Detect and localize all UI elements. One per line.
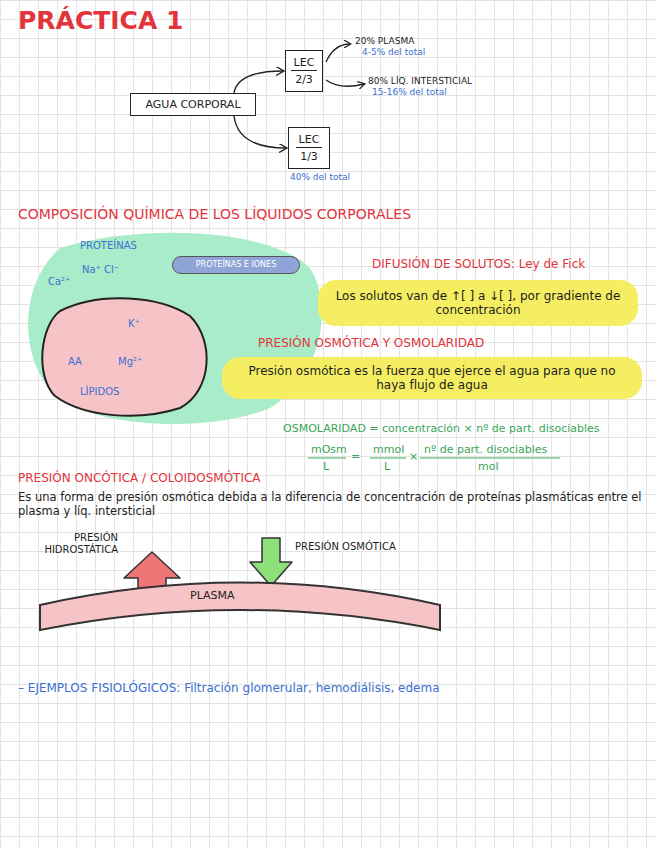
- node-text: AA: [68, 356, 82, 368]
- connector: [234, 71, 283, 93]
- node-text: Presión osmótica es la fuerza que ejerce…: [222, 364, 642, 393]
- formula-part: ×: [409, 450, 418, 463]
- note: – EJEMPLOS FISIOLÓGICOS: Filtración glom…: [18, 681, 440, 695]
- note: 20% PLASMA: [355, 36, 414, 47]
- highlight-band: Los solutos van de ↑[ ] a ↓[ ], por grad…: [318, 280, 638, 326]
- formula-part: nº de part. disociables: [424, 443, 547, 456]
- plasma-band-outline: [40, 565, 440, 635]
- node-text: Los solutos van de ↑[ ] a ↓[ ], por grad…: [318, 289, 638, 318]
- leader-arrow: [326, 44, 350, 62]
- node-text: PLASMA: [190, 589, 235, 602]
- section-heading: DIFUSIÓN DE SOLUTOS: Ley de Fick: [372, 257, 585, 271]
- arrow-label: PRESIÓN HIDROSTÁTICA: [30, 532, 118, 556]
- formula-part: mmol: [373, 443, 404, 456]
- node-text: LÍPIDOS: [80, 386, 119, 398]
- node-text: Na⁺ Cl⁻: [82, 264, 119, 276]
- capsule: PROTEÍNAS E IONES: [172, 256, 300, 274]
- fraction-bar: [308, 457, 346, 458]
- node-text: 1/3: [296, 150, 322, 163]
- node-text: PROTEÍNAS: [80, 240, 137, 252]
- formula-part: =: [351, 450, 360, 463]
- fraction-bar: [370, 457, 406, 458]
- process-box: AGUA CORPORAL: [130, 93, 256, 116]
- leader-arrow: [326, 80, 364, 86]
- note: 15-16% del total: [372, 87, 447, 98]
- node-text: LEC: [296, 133, 323, 148]
- note: 40% del total: [290, 172, 350, 183]
- note: 80% LÍQ. INTERSTICIAL: [368, 76, 472, 87]
- compartment-box: LEC 2/3: [285, 50, 323, 92]
- section-heading: COMPOSICIÓN QUÍMICA DE LOS LÍQUIDOS CORP…: [18, 206, 411, 223]
- section-heading: PRESIÓN OSMÓTICA Y OSMOLARIDAD: [258, 336, 484, 350]
- node-text: LEC: [291, 56, 318, 71]
- compartment-box: LEC 1/3: [288, 127, 330, 169]
- node-text: 2/3: [291, 73, 317, 86]
- formula-part: L: [384, 460, 390, 473]
- arrow-label: PRESIÓN OSMÓTICA: [295, 541, 396, 553]
- fraction-bar: [420, 457, 560, 458]
- formula-part: L: [323, 460, 329, 473]
- node-text: Mg²⁺: [118, 356, 142, 368]
- node-text: PROTEÍNAS E IONES: [192, 260, 280, 270]
- formula-part: mol: [478, 460, 499, 473]
- cell: K⁺ AA Mg²⁺ LÍPIDOS: [40, 296, 210, 418]
- formula: OSMOLARIDAD = concentración × nº de part…: [283, 422, 600, 435]
- formula-part: mOsm: [311, 443, 347, 456]
- body-text: Es una forma de presión osmótica debida …: [18, 491, 648, 519]
- connector: [234, 116, 286, 148]
- highlight-band: Presión osmótica es la fuerza que ejerce…: [222, 357, 642, 399]
- node-text: AGUA CORPORAL: [141, 98, 244, 111]
- node-text: Ca²⁺: [48, 276, 70, 288]
- node-text: K⁺: [128, 318, 140, 330]
- section-heading: PRESIÓN ONCÓTICA / COLOIDOSMÓTICA: [18, 471, 261, 485]
- osmotic-arrow: [250, 538, 292, 586]
- plasma-band: PLASMA: [40, 565, 440, 635]
- note: 4-5% del total: [362, 47, 425, 58]
- page-title: PRÁCTICA 1: [18, 6, 183, 36]
